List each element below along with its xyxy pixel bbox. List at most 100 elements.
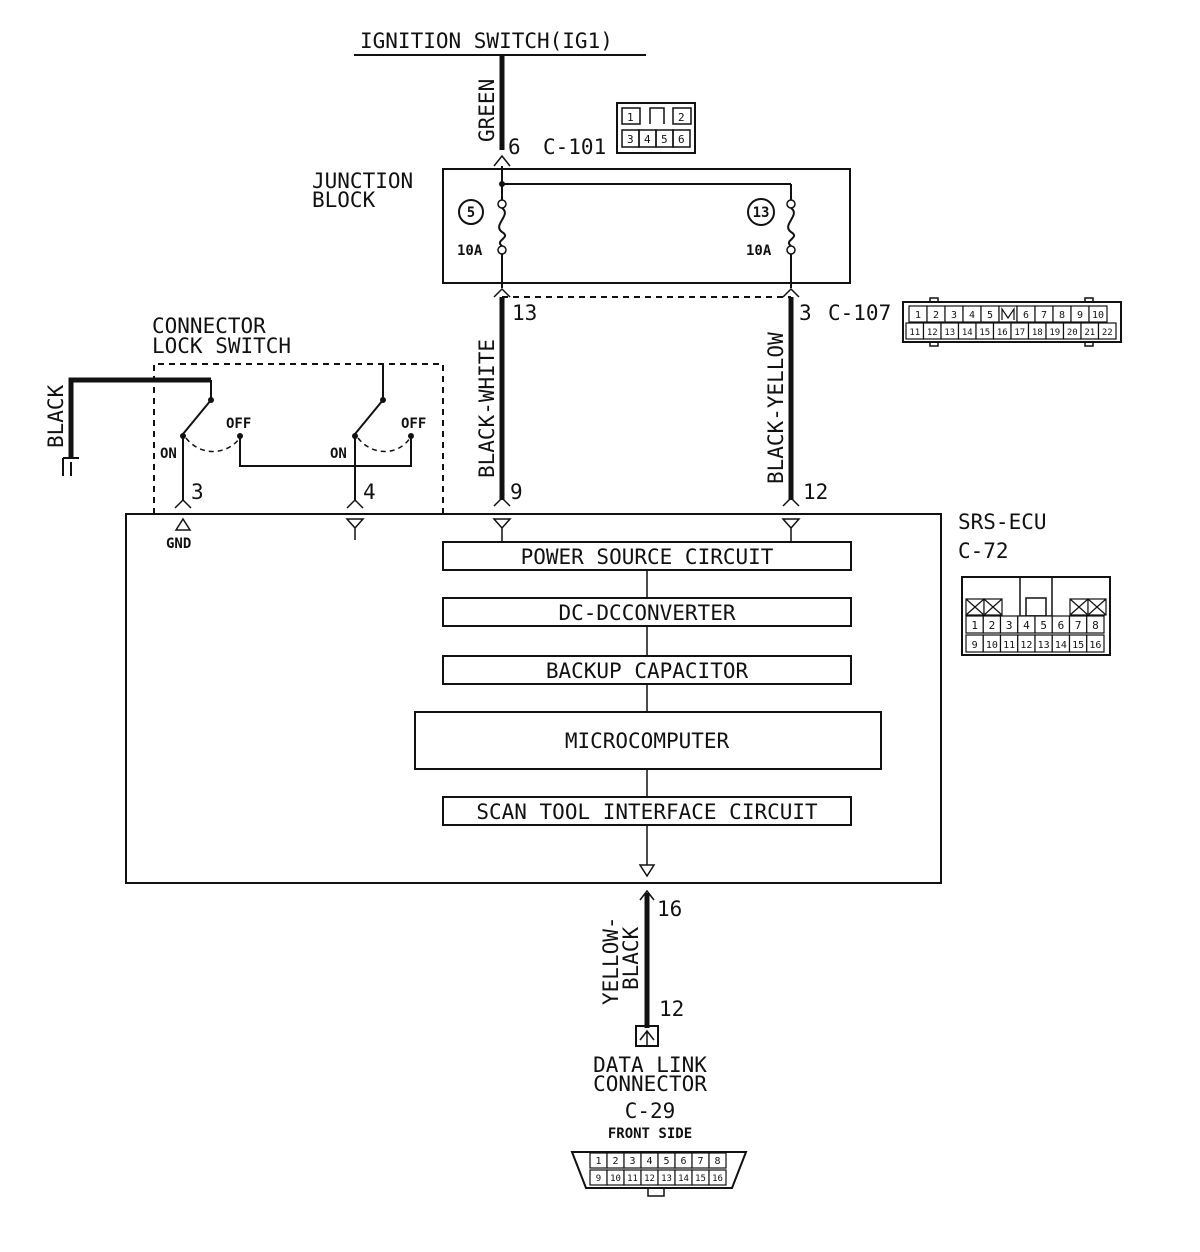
c107-pin-right: 3 [799, 301, 812, 325]
connector-pin-number: 13 [1038, 640, 1050, 651]
connector-pin-number: 14 [1055, 640, 1067, 651]
fuse-5-rating: 10A [457, 243, 483, 259]
lock-switch-label-1: CONNECTOR [152, 314, 266, 338]
lock-switch-label-2: LOCK SWITCH [152, 334, 291, 358]
dc-dc-converter-label: DC-DCCONVERTER [558, 601, 735, 625]
srs-ecu-name: SRS-ECU [958, 510, 1047, 534]
c101-terminal-symbol [493, 154, 511, 167]
connector-pin-number: 6 [680, 1156, 686, 1167]
connector-pin-number: 16 [712, 1174, 723, 1184]
switch1-off-label: OFF [226, 416, 251, 432]
switch2-on-label: ON [330, 446, 347, 462]
c107-name-label: C-107 [828, 301, 891, 325]
ecu-pin9-symbol [492, 518, 512, 542]
connector-pin-cell [708, 1169, 727, 1186]
connector-pin-cell [1086, 634, 1105, 653]
connector-pin-number: 4 [1023, 619, 1030, 632]
ground-icon [62, 457, 79, 476]
connector-pin-number: 12 [1020, 640, 1032, 651]
junction-block-label-1: JUNCTION [312, 169, 413, 193]
yellow-black-label-1: YELLOW- [599, 916, 623, 1005]
connector-pin-number: 15 [695, 1174, 706, 1184]
power-source-circuit-box [442, 541, 852, 571]
c101-cell: 6 [678, 133, 685, 146]
connector-pin-cell [1088, 305, 1108, 323]
backup-capacitor-box [442, 655, 852, 685]
connector-pin-number: 11 [627, 1174, 638, 1184]
switch2-off-label: OFF [401, 416, 426, 432]
connector-pin-number: 15 [979, 328, 990, 338]
connector-pin-number: 8 [1059, 310, 1065, 321]
connector-pin-number: 6 [1023, 310, 1029, 321]
c107-pin-left: 13 [512, 301, 537, 325]
black-ground-wire [68, 377, 211, 458]
connector-pin-number: 6 [1058, 619, 1065, 632]
connector-pin-number: 4 [969, 310, 975, 321]
connector-pin-number: 3 [951, 310, 957, 321]
connector-pin-number: 12 [927, 328, 938, 338]
connector-pin-number: 17 [1014, 328, 1025, 338]
c107-terminal-left [493, 287, 511, 298]
fuse-13-number-circle [747, 198, 775, 226]
c101-cell: 2 [678, 111, 685, 124]
connector-pin-number: 13 [661, 1174, 672, 1184]
scan-tool-interface-label: SCAN TOOL INTERFACE CIRCUIT [476, 800, 818, 824]
connector-pin-number: 3 [1006, 619, 1013, 632]
ecu-pin4-symbol [345, 518, 365, 540]
connector-pin-number: 8 [1092, 619, 1099, 632]
connector-pin-number: 11 [909, 328, 920, 338]
black-white-label: BLACK-WHITE [475, 339, 499, 478]
connector-pin-number: 9 [596, 1174, 601, 1184]
dlc-pin-label: 12 [659, 997, 684, 1021]
ecu-pin12-label: 12 [803, 480, 828, 504]
dlc-connector-face [570, 1151, 748, 1197]
dlc-side-label: FRONT SIDE [608, 1126, 692, 1142]
connector-pin-number: 2 [989, 619, 996, 632]
black-wire-label: BLACK [44, 384, 68, 448]
dc-dc-converter-box [442, 597, 852, 627]
fuse-5-number: 5 [467, 205, 475, 221]
connector-pin-number: 15 [1072, 640, 1084, 651]
connector-pin-number: 10 [610, 1174, 621, 1184]
connector-pin-cell [1086, 615, 1105, 634]
connector-pin-number: 11 [1003, 640, 1015, 651]
dlc-terminal-symbol [635, 1025, 659, 1047]
ignition-switch-label: IGNITION SWITCH(IG1) [360, 29, 613, 53]
connector-pin-number: 9 [1077, 310, 1083, 321]
c101-cell: 3 [627, 133, 634, 146]
dlc-name: C-29 [625, 1099, 676, 1123]
connector-pin-number: 10 [986, 640, 998, 651]
connector-pin-number: 22 [1102, 328, 1113, 338]
connector-pin-number: 18 [1032, 328, 1043, 338]
srs-ecu-connector: C-72 [958, 539, 1009, 563]
green-wire-label: GREEN [475, 79, 499, 142]
ecu-pin9-terminal [493, 496, 511, 507]
fuse-13-rating: 10A [746, 243, 772, 259]
microcomputer-label: MICROCOMPUTER [565, 729, 730, 753]
connector-pin-number: 3 [629, 1156, 635, 1167]
c101-cell: 5 [661, 133, 668, 146]
connector-pin-number: 12 [644, 1174, 655, 1184]
lock-switch-pin4: 4 [363, 480, 376, 504]
fuse-5 [497, 199, 507, 288]
c101-cell: 1 [627, 111, 634, 124]
connector-pin-number: 5 [663, 1156, 669, 1167]
connector-pin-number: 8 [714, 1156, 720, 1167]
unused-cavity-cross [965, 598, 985, 616]
connector-pin-number: 2 [612, 1156, 618, 1167]
yellow-black-label-2: BLACK [619, 926, 643, 990]
connector-pin-number: 7 [1075, 619, 1082, 632]
dlc-label-2: CONNECTOR [593, 1072, 707, 1096]
connector-pin-number: 14 [962, 328, 973, 338]
backup-capacitor-label: BACKUP CAPACITOR [546, 659, 749, 683]
connector-pin-number: 16 [997, 328, 1008, 338]
gnd-label: GND [166, 536, 191, 552]
connector-pin-number: 16 [1089, 640, 1101, 651]
gnd-terminal-symbol [174, 517, 192, 531]
junction-block-box [442, 168, 851, 284]
connector-pin-number: 9 [972, 640, 978, 651]
